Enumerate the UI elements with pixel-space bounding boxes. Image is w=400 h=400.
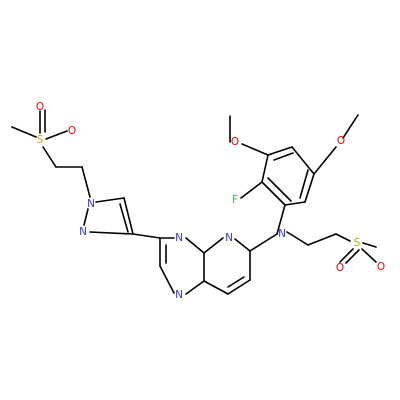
atom-o-methoxy-2: O [337, 135, 345, 147]
bond-line [299, 169, 309, 199]
atom-o-left-2: O [68, 125, 76, 137]
bond-line [276, 204, 286, 235]
bond-line [227, 279, 251, 295]
bond-line [335, 233, 351, 242]
atom-n-pyrazine-2: N [175, 289, 183, 301]
bond-line [339, 248, 354, 263]
bond-line [132, 233, 161, 239]
bond-line [240, 181, 263, 199]
bond-line [361, 248, 377, 263]
bond-line [291, 146, 315, 175]
bond-line [123, 197, 134, 235]
bond-lines [11, 109, 377, 295]
bond-line [261, 154, 269, 183]
bond-line [267, 177, 292, 202]
bond-line [342, 114, 359, 139]
bond-line [81, 166, 91, 198]
bond-line [42, 146, 57, 168]
bond-line [227, 276, 245, 288]
atom-s-left: S [37, 134, 44, 146]
bond-line [304, 173, 315, 203]
bond-line [286, 231, 309, 246]
bond-line [267, 146, 293, 156]
bond-line [89, 231, 134, 235]
atom-n-pyrazole-1: N [87, 198, 95, 210]
atom-n-pyridine: N [225, 232, 233, 244]
bond-line [185, 280, 205, 295]
bond-line [345, 249, 360, 264]
bond-line [203, 237, 224, 254]
atom-fluorine: F [232, 194, 238, 206]
atom-s-right: S [354, 237, 361, 249]
bond-line [234, 238, 251, 252]
bond-line [185, 237, 205, 254]
bond-line [313, 146, 337, 175]
bond-line [249, 233, 278, 252]
bond-line [11, 126, 37, 138]
atom-labels: N N N N N N S O O S O O O O F [36, 101, 385, 301]
bond-line [119, 203, 129, 233]
bond-line [45, 130, 68, 140]
bond-line [362, 242, 377, 248]
bond-line [203, 280, 229, 295]
bond-line [83, 208, 89, 226]
bond-line [284, 201, 306, 206]
atom-o-left-1: O [36, 101, 44, 113]
atom-n-amine: N [278, 228, 286, 240]
bond-line [241, 143, 269, 156]
bond-line [273, 152, 294, 161]
atom-n-pyrazine-1: N [175, 232, 183, 244]
atom-o-right-2: O [377, 261, 385, 273]
atom-o-methoxy-1: O [231, 136, 239, 148]
bond-line [159, 265, 175, 294]
atom-n-pyrazole-2: N [79, 226, 87, 238]
bond-line [261, 181, 286, 206]
bond-line [95, 197, 125, 203]
atom-o-right-1: O [336, 262, 344, 274]
bond-line [307, 233, 337, 246]
